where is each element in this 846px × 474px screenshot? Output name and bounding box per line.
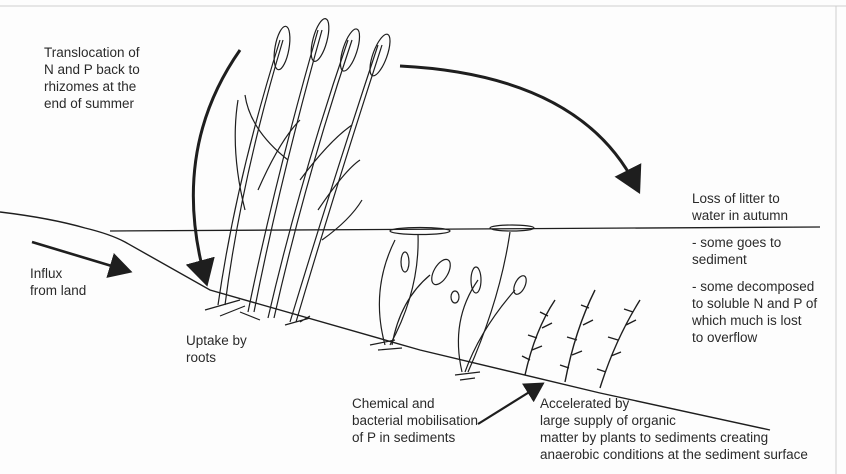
submerged-weeds-icon [522,290,640,388]
litter-loss-arrow-icon [400,66,636,186]
mobilisation-arrow-icon [478,386,539,424]
reed-plants-icon [205,17,394,325]
water-surface [110,227,820,231]
translocation-arrow-icon [193,50,240,278]
water-lily-plants-icon [370,225,534,380]
